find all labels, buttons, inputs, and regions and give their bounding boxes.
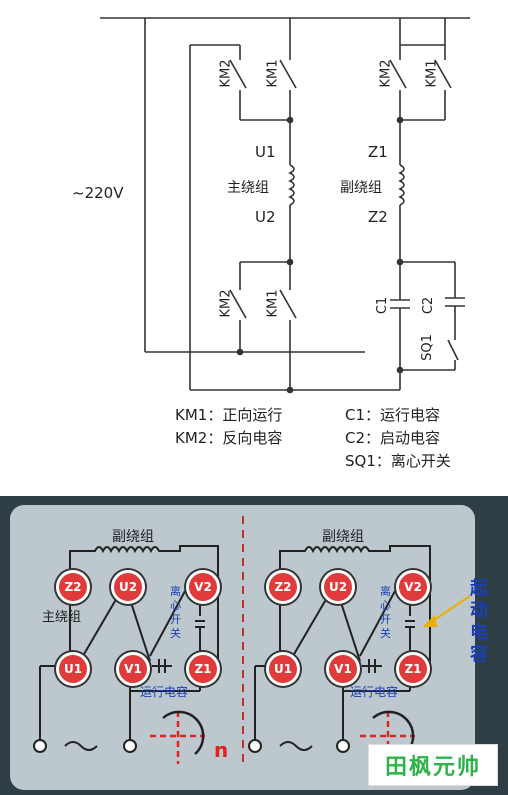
main-winding-left-label: 主绕组 [42, 610, 82, 625]
sq1-label: SQ1 [419, 334, 435, 361]
legend-km2: KM2：反向电容 [175, 429, 283, 447]
legend-km1: KM1：正向运行 [175, 406, 283, 424]
centrifugal-switch-left-label: 离心开关 [170, 585, 181, 640]
legend-c1: C1：运行电容 [345, 406, 441, 424]
km1-bottom-left-label: KM1 [265, 289, 281, 318]
u2-label: U2 [255, 208, 276, 226]
aux-winding-label: 副绕组 [340, 180, 382, 196]
legend-c2: C2：启动电容 [345, 429, 441, 447]
voltage-label: ~220V [72, 184, 124, 202]
terminal-v2-right: V2 [396, 570, 430, 604]
run-cap-right-label: 运行电容 [350, 685, 399, 699]
terminal-u2-right: U2 [321, 570, 355, 604]
start-cap-label: 起动电容 [470, 578, 488, 665]
z2-label: Z2 [368, 208, 388, 226]
terminal-v1-left: V1 [116, 652, 150, 686]
km2-top-left-label: KM2 [218, 59, 234, 88]
km2-right-label: KM2 [378, 59, 394, 88]
terminal-z1-left: Z1 [186, 652, 220, 686]
z1-label: Z1 [368, 143, 388, 161]
main-winding-label: 主绕组 [227, 180, 269, 196]
terminal-z1-right: Z1 [396, 652, 430, 686]
terminal-u1-left: U1 [56, 652, 90, 686]
km1-top-left-label: KM1 [265, 59, 281, 88]
watermark: 田枫元帅 [368, 744, 498, 786]
terminal-v2-left: V2 [186, 570, 220, 604]
centrifugal-switch-right-label: 离心开关 [380, 585, 391, 640]
c1-label: C1 [375, 296, 391, 315]
km2-bottom-left-label: KM2 [218, 289, 234, 318]
terminal-u1-right: U1 [266, 652, 300, 686]
rotation-label: n [214, 738, 229, 762]
top-schematic [100, 17, 470, 394]
terminal-u2-left: U2 [111, 570, 145, 604]
terminal-z2-right: Z2 [266, 570, 300, 604]
aux-winding-right-label: 副绕组 [322, 529, 364, 545]
terminal-z2-left: Z2 [56, 570, 90, 604]
u1-label: U1 [255, 143, 276, 161]
run-cap-left-label: 运行电容 [140, 685, 189, 699]
km1-right-label: KM1 [424, 59, 440, 88]
aux-winding-left-label: 副绕组 [112, 529, 154, 545]
terminal-wiring [33, 516, 471, 766]
c2-label: C2 [421, 296, 437, 315]
legend-sq1: SQ1：离心开关 [345, 452, 451, 470]
terminal-v1-right: V1 [326, 652, 360, 686]
